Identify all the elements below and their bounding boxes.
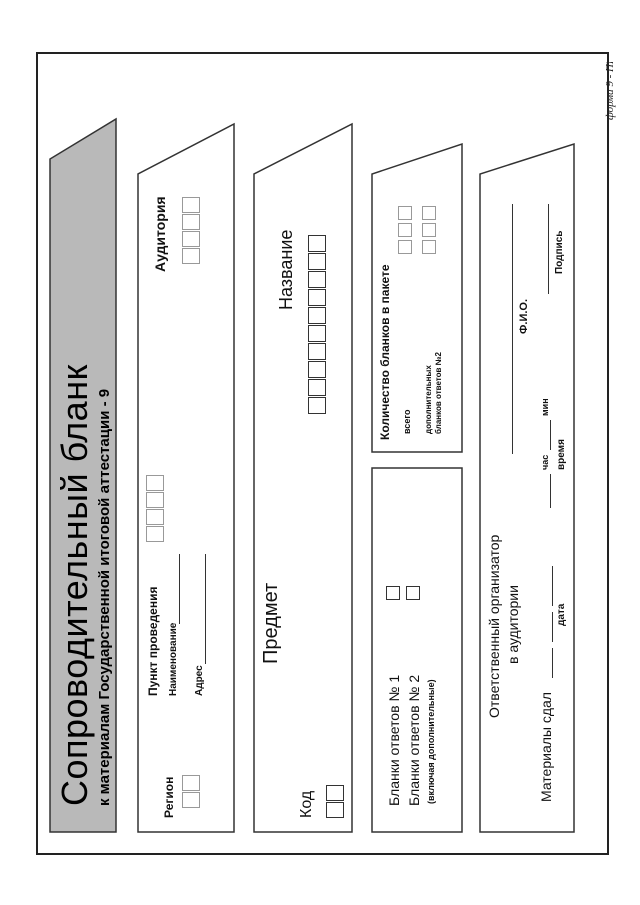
- counts-extra-box-2[interactable]: [422, 223, 436, 237]
- subject-name-box-6[interactable]: [308, 307, 326, 324]
- room-box-1[interactable]: [182, 248, 200, 264]
- form-code: форма 9 - ППЭ-11 А: [604, 62, 616, 120]
- subject-name-box-9[interactable]: [308, 253, 326, 270]
- date-day-line[interactable]: [552, 648, 553, 678]
- date-month-line[interactable]: [552, 612, 553, 642]
- organizer-panel: [479, 142, 575, 833]
- hour-label: час: [540, 454, 550, 470]
- region-box-2[interactable]: [182, 775, 200, 791]
- location-panel: [137, 122, 235, 833]
- room-box-2[interactable]: [182, 231, 200, 247]
- form-sheet: Сопроводительный бланк к материалам Госу…: [42, 59, 602, 854]
- counts-panel: [371, 142, 463, 453]
- form-title: Сопроводительный бланк: [54, 364, 95, 806]
- answer-sheet-2-note: (включая дополнительные): [426, 679, 436, 804]
- point-code-box-4[interactable]: [146, 475, 164, 491]
- subject-name-box-3[interactable]: [308, 361, 326, 378]
- subject-name-box-2[interactable]: [308, 379, 326, 396]
- organizer-fio-label: Ф.И.О.: [518, 298, 530, 334]
- counts-total-box-1[interactable]: [398, 240, 412, 254]
- subject-name-box-8[interactable]: [308, 271, 326, 288]
- region-label: Регион: [162, 776, 176, 818]
- counts-extra-box-1[interactable]: [422, 240, 436, 254]
- signature-label: Подпись: [554, 230, 565, 274]
- counts-extra-box-3[interactable]: [422, 206, 436, 220]
- min-line[interactable]: [550, 420, 551, 450]
- answer-sheet-1-box[interactable]: [386, 586, 400, 600]
- subject-name-label: Название: [276, 229, 296, 310]
- point-code-box-3[interactable]: [146, 492, 164, 508]
- counts-total-label: всего: [402, 409, 412, 434]
- exam-point-label: Пункт проведения: [146, 586, 160, 696]
- answer-sheet-1-label: Бланки ответов № 1: [386, 674, 402, 806]
- organizer-title-1: Ответственный организатор: [486, 534, 502, 718]
- point-code-box-1[interactable]: [146, 526, 164, 542]
- organizer-fio-line[interactable]: [512, 204, 513, 454]
- materials-handed-label: Материалы сдал: [538, 692, 554, 802]
- answer-sheet-2-box[interactable]: [406, 586, 420, 600]
- date-label: дата: [556, 603, 567, 626]
- form-subtitle: к материалам Государственной итоговой ат…: [96, 388, 113, 806]
- point-code-box-2[interactable]: [146, 509, 164, 525]
- subject-name-box-5[interactable]: [308, 325, 326, 342]
- point-name-line[interactable]: [179, 554, 180, 624]
- subject-name-box-4[interactable]: [308, 343, 326, 360]
- date-year-line[interactable]: [552, 566, 553, 606]
- panel-shapes: [49, 117, 575, 833]
- counts-extra-label-2: бланков ответов №2: [434, 352, 443, 434]
- answers-panel: [371, 467, 463, 833]
- counts-title: Количество бланков в пакете: [378, 264, 392, 440]
- subject-code-box-2[interactable]: [326, 785, 344, 801]
- organizer-title-2: в аудитории: [505, 585, 521, 664]
- header-band: [49, 117, 117, 833]
- point-name-label: Наименование: [168, 622, 179, 696]
- room-box-4[interactable]: [182, 197, 200, 213]
- room-label: Аудитория: [152, 196, 168, 272]
- room-box-3[interactable]: [182, 214, 200, 230]
- region-box-1[interactable]: [182, 792, 200, 808]
- signature-line[interactable]: [548, 204, 549, 294]
- counts-total-box-3[interactable]: [398, 206, 412, 220]
- subject-name-box-7[interactable]: [308, 289, 326, 306]
- address-label: Адрес: [194, 665, 205, 696]
- subject-panel: [253, 122, 353, 833]
- answer-sheet-2-label: Бланки ответов № 2: [406, 674, 422, 806]
- subject-code-box-1[interactable]: [326, 802, 344, 818]
- subject-name-box-10[interactable]: [308, 235, 326, 252]
- hour-line[interactable]: [550, 474, 551, 508]
- counts-extra-label-1: дополнительных: [424, 365, 433, 434]
- min-label: мин: [540, 398, 550, 416]
- subject-code-label: Код: [298, 790, 315, 818]
- address-line[interactable]: [205, 554, 206, 664]
- subject-name-box-1[interactable]: [308, 397, 326, 414]
- form-code-text: форма 9 - ППЭ-11 А: [604, 62, 616, 120]
- counts-total-box-2[interactable]: [398, 223, 412, 237]
- subject-title: Предмет: [260, 582, 282, 664]
- time-label: время: [556, 439, 567, 470]
